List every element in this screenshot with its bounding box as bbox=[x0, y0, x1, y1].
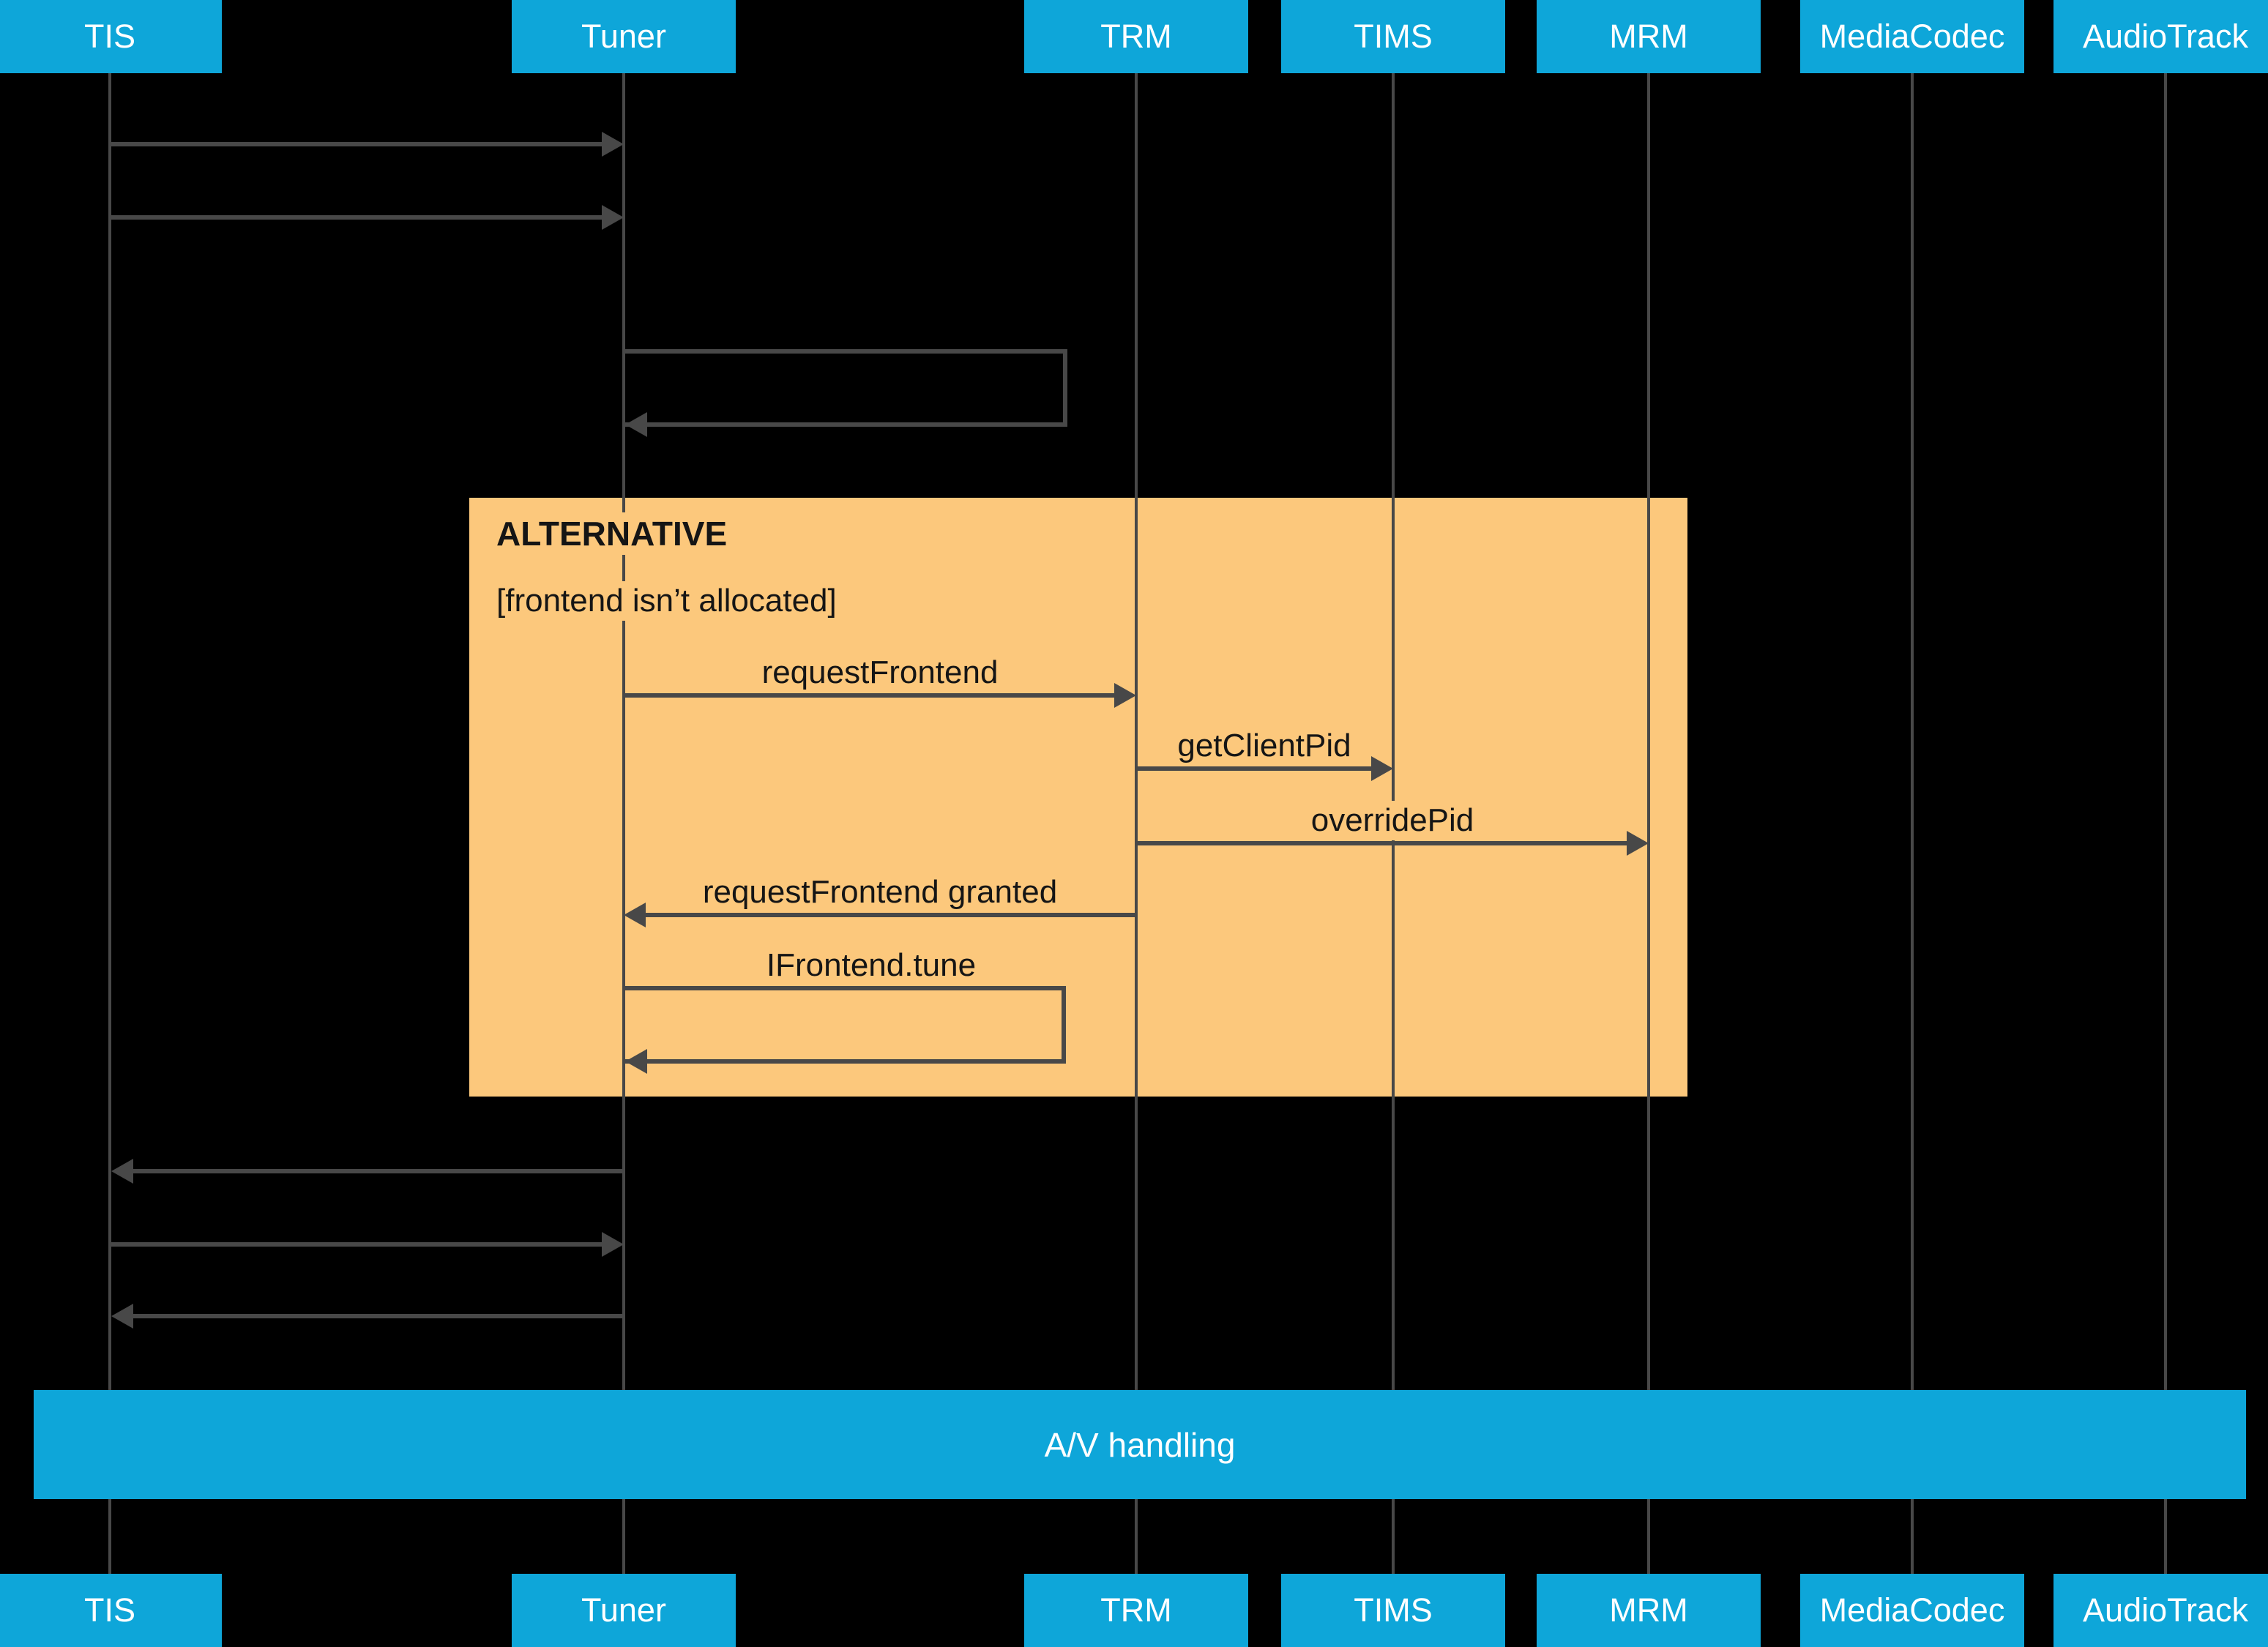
message-label-request-frontend: requestFrontend bbox=[751, 653, 1009, 692]
participant-trm-bottom: TRM bbox=[1024, 1574, 1248, 1647]
message-line-tuner-to-tis-2 bbox=[132, 1314, 624, 1318]
arrowhead-icon bbox=[111, 1159, 133, 1184]
participant-mrm-top: MRM bbox=[1537, 0, 1761, 73]
lifeline-audiotrack bbox=[2164, 73, 2167, 1574]
message-line-request-frontend bbox=[624, 693, 1114, 698]
participant-tims-top: TIMS bbox=[1281, 0, 1505, 73]
participant-mediacodec-bottom: MediaCodec bbox=[1800, 1574, 2024, 1647]
participant-tis-bottom: TIS bbox=[0, 1574, 222, 1647]
arrowhead-icon bbox=[602, 132, 624, 157]
arrowhead-icon bbox=[625, 1049, 647, 1074]
message-line-tis-to-tuner-2 bbox=[111, 215, 602, 220]
message-line-get-client-pid bbox=[1136, 766, 1371, 771]
message-label-ifrontend-tune: IFrontend.tune bbox=[756, 946, 987, 985]
participant-tuner-bottom: Tuner bbox=[512, 1574, 736, 1647]
participant-mrm-bottom: MRM bbox=[1537, 1574, 1761, 1647]
av-handling-label: A/V handling bbox=[1044, 1425, 1236, 1464]
arrowhead-icon bbox=[602, 205, 624, 230]
lifeline-tis bbox=[108, 73, 111, 1574]
arrowhead-icon bbox=[1627, 831, 1649, 856]
message-line-tuner-to-tis-1 bbox=[132, 1169, 624, 1173]
message-label-request-frontend-granted: requestFrontend granted bbox=[692, 873, 1068, 912]
participant-trm-top: TRM bbox=[1024, 0, 1248, 73]
arrowhead-icon bbox=[1114, 683, 1136, 708]
message-label-override-pid: overridePid bbox=[1300, 801, 1485, 840]
lifeline-mediacodec bbox=[1911, 73, 1914, 1574]
arrowhead-icon bbox=[602, 1232, 624, 1257]
arrowhead-icon bbox=[625, 412, 647, 437]
message-line-request-frontend-granted bbox=[644, 913, 1136, 917]
message-line-tis-to-tuner-1 bbox=[111, 142, 602, 146]
arrowhead-icon bbox=[111, 1304, 133, 1329]
alt-fragment-title: ALTERNATIVE bbox=[496, 512, 734, 555]
alt-fragment-condition: [frontend isn’t allocated] bbox=[496, 581, 844, 621]
participant-tis-top: TIS bbox=[0, 0, 222, 73]
self-message-tuner-ifrontend-tune bbox=[624, 986, 1066, 1064]
arrowhead-icon bbox=[1371, 756, 1393, 781]
self-message-tuner-top bbox=[624, 349, 1067, 427]
message-line-override-pid bbox=[1136, 841, 1627, 845]
message-label-get-client-pid: getClientPid bbox=[1167, 726, 1362, 766]
message-line-tis-to-tuner-3 bbox=[111, 1242, 602, 1247]
participant-mediacodec-top: MediaCodec bbox=[1800, 0, 2024, 73]
participant-audiotrack-top: AudioTrack bbox=[2053, 0, 2268, 73]
lifeline-trm bbox=[1135, 73, 1138, 1574]
arrowhead-icon bbox=[624, 903, 646, 927]
participant-tuner-top: Tuner bbox=[512, 0, 736, 73]
lifeline-mrm bbox=[1647, 73, 1650, 1574]
participant-audiotrack-bottom: AudioTrack bbox=[2053, 1574, 2268, 1647]
av-handling-bar: A/V handling bbox=[34, 1390, 2246, 1499]
lifeline-tuner bbox=[622, 73, 625, 1574]
participant-tims-bottom: TIMS bbox=[1281, 1574, 1505, 1647]
